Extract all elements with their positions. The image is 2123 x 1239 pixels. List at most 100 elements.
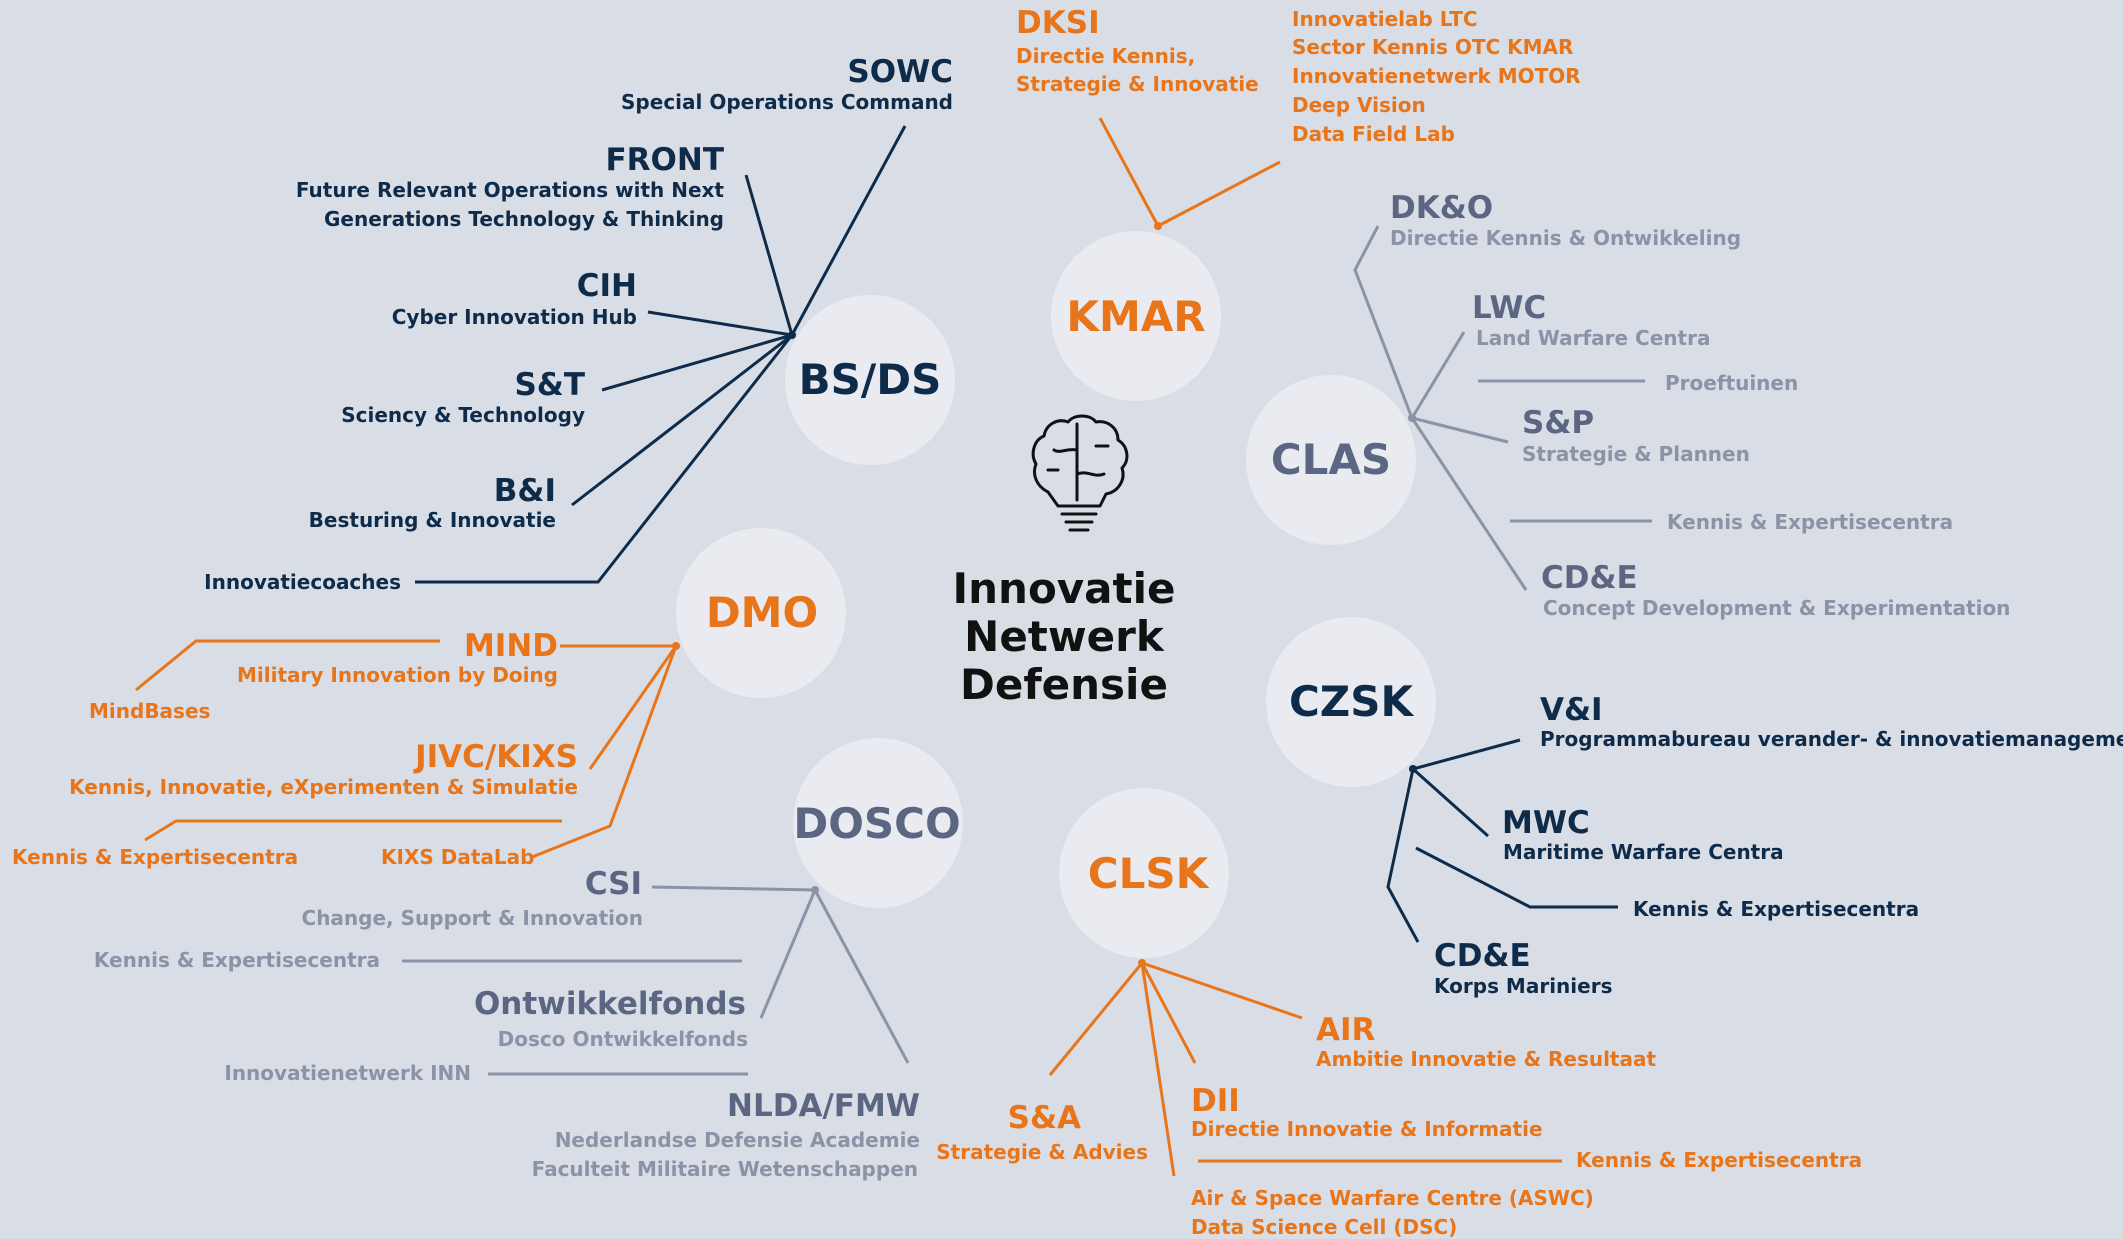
vi-title: V&I xyxy=(1540,692,1603,728)
connector-cih xyxy=(647,310,793,337)
connector-dksi xyxy=(1098,117,1160,227)
kmar-list-item: Sector Kennis OTC KMAR xyxy=(1292,35,1573,59)
sp-title: S&P xyxy=(1522,405,1594,441)
junction-dots xyxy=(672,222,1417,967)
vi-subtitle: Programmabureau verander- & innovatieman… xyxy=(1540,727,2123,751)
connector-vi xyxy=(1412,738,1521,771)
dko-subtitle: Directie Kennis & Ontwikkeling xyxy=(1390,226,1741,250)
dosco-kennis-label: Kennis & Expertisecentra xyxy=(94,948,380,972)
czsk-labels: V&I Programmabureau verander- & innovati… xyxy=(1434,692,2123,998)
bsds-connectors xyxy=(415,125,907,584)
mwc-title: MWC xyxy=(1502,805,1590,841)
dksi-title: DKSI xyxy=(1016,5,1100,41)
node-clas: CLAS xyxy=(1271,435,1391,484)
clsk-labels: AIR Ambitie Innovatie & Resultaat DII Di… xyxy=(936,1012,1862,1239)
jivc-title: JIVC/KIXS xyxy=(413,739,578,775)
dsc-label: Data Science Cell (DSC) xyxy=(1191,1215,1457,1239)
dmo-labels: MIND Military Innovation by Doing MindBa… xyxy=(12,628,578,869)
circle-bsds xyxy=(785,295,955,465)
dii-subtitle: Directie Innovatie & Informatie xyxy=(1191,1117,1543,1141)
connector-clas-cde xyxy=(1410,417,1528,591)
mindbases-label: MindBases xyxy=(89,699,210,723)
st-subtitle: Sciency & Technology xyxy=(341,403,585,427)
connector-lwc xyxy=(1410,331,1466,419)
connector-datalab xyxy=(531,645,678,859)
clas-cde-subtitle: Concept Development & Experimentation xyxy=(1543,596,2010,620)
center-title-line-1: Innovatie xyxy=(953,564,1176,613)
connector-dko xyxy=(1353,225,1414,419)
circle-clas xyxy=(1246,375,1416,545)
ontwikkelfonds-title: Ontwikkelfonds xyxy=(474,986,746,1022)
dksi-subtitle-line-2: Strategie & Innovatie xyxy=(1016,72,1259,96)
czsk-cde-title: CD&E xyxy=(1434,938,1531,974)
sowc-title: SOWC xyxy=(847,54,953,90)
innovatiecoaches-label: Innovatiecoaches xyxy=(204,570,401,594)
clas-kennis-label: Kennis & Expertisecentra xyxy=(1667,510,1953,534)
datalab-label: KIXS DataLab xyxy=(381,845,534,869)
connector-mwc xyxy=(1412,767,1489,838)
circle-czsk xyxy=(1266,617,1436,787)
csi-subtitle: Change, Support & Innovation xyxy=(302,906,643,930)
brain-lightbulb-icon xyxy=(1031,414,1129,532)
node-dmo: DMO xyxy=(706,588,818,637)
kmar-labels: DKSI Directie Kennis, Strategie & Innova… xyxy=(1016,5,1581,146)
node-bsds: BS/DS xyxy=(799,355,942,404)
circle-clsk xyxy=(1059,788,1229,958)
connector-aswc xyxy=(1140,962,1176,1177)
junction-dmo xyxy=(672,642,680,650)
center-title-line-2: Netwerk xyxy=(964,612,1165,661)
sp-subtitle: Strategie & Plannen xyxy=(1522,442,1750,466)
connector-czsk-cde xyxy=(1386,768,1420,943)
czsk-cde-subtitle: Korps Mariniers xyxy=(1434,974,1612,998)
center-title-line-3: Defensie xyxy=(960,660,1168,709)
mwc-subtitle: Maritime Warfare Centra xyxy=(1503,840,1784,864)
connector-nlda xyxy=(813,889,910,1064)
bsds-labels: SOWC Special Operations Command FRONT Fu… xyxy=(204,54,953,594)
clas-cde-title: CD&E xyxy=(1541,560,1638,596)
circle-dosco xyxy=(793,738,963,908)
connector-dii xyxy=(1140,962,1197,1064)
connector-dmo-kennis xyxy=(144,819,562,842)
center-title: Innovatie Netwerk Defensie xyxy=(953,564,1176,709)
junction-czsk xyxy=(1409,765,1417,773)
node-labels: BS/DS KMAR CLAS CZSK CLSK DOSCO DMO xyxy=(706,292,1415,898)
front-subtitle-line-1: Future Relevant Operations with Next xyxy=(296,178,725,202)
junction-bsds xyxy=(788,331,796,339)
connector-air xyxy=(1141,961,1303,1020)
czsk-kennis-label: Kennis & Expertisecentra xyxy=(1633,897,1919,921)
lwc-subtitle: Land Warfare Centra xyxy=(1476,326,1710,350)
junction-clsk xyxy=(1138,959,1146,967)
connector-sowc xyxy=(790,125,907,336)
czsk-connectors xyxy=(1386,738,1618,943)
front-title: FRONT xyxy=(606,142,725,178)
org-circles xyxy=(676,231,1436,958)
connector-innovatiecoaches xyxy=(415,334,794,584)
bi-title: B&I xyxy=(494,473,556,509)
kmar-list-item: Innovatienetwerk MOTOR xyxy=(1292,64,1581,88)
sa-subtitle: Strategie & Advies xyxy=(936,1140,1148,1164)
dosco-connectors xyxy=(402,885,910,1076)
connector-csi xyxy=(651,885,816,892)
clas-labels: DK&O Directie Kennis & Ontwikkeling LWC … xyxy=(1390,190,2010,620)
nlda-title: NLDA/FMW xyxy=(727,1088,920,1124)
clsk-kennis-label: Kennis & Expertisecentra xyxy=(1576,1148,1862,1172)
circle-dmo xyxy=(676,528,846,698)
nlda-subtitle-line-2: Faculteit Militaire Wetenschappen xyxy=(532,1157,918,1181)
mind-title: MIND xyxy=(464,628,558,664)
lwc-title: LWC xyxy=(1472,290,1546,326)
connector-kmar-list xyxy=(1157,160,1281,228)
connector-mindbases xyxy=(135,639,440,692)
connector-sa xyxy=(1048,962,1144,1076)
connector-sp xyxy=(1411,416,1509,444)
air-subtitle: Ambitie Innovatie & Resultaat xyxy=(1316,1047,1656,1071)
ontwikkelfonds-subtitle: Dosco Ontwikkelfonds xyxy=(498,1027,748,1051)
clas-connectors xyxy=(1353,225,1652,591)
cih-title: CIH xyxy=(577,268,637,304)
connector-bi xyxy=(571,333,793,507)
kmar-list-item: Data Field Lab xyxy=(1292,122,1455,146)
sa-title: S&A xyxy=(1008,1100,1081,1136)
node-clsk: CLSK xyxy=(1088,849,1210,898)
proeftuinen-label: Proeftuinen xyxy=(1665,371,1798,395)
